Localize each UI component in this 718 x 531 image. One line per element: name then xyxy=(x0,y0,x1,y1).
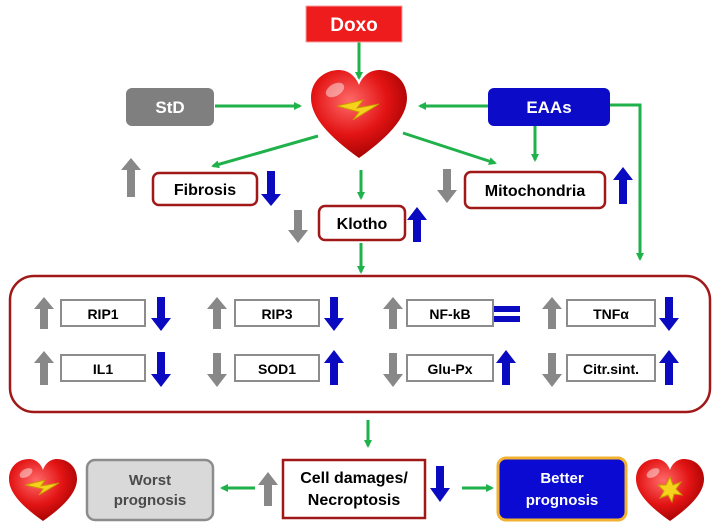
blue-down-arrow-icon xyxy=(430,466,450,502)
rip3-label: RIP3 xyxy=(261,306,292,322)
lightning-icon xyxy=(336,99,380,121)
worst-prognosis-line1: Worst xyxy=(129,472,171,489)
marker-rip1: RIP1 xyxy=(34,297,171,331)
gray-up-arrow-icon xyxy=(34,297,54,329)
marker-rip3: RIP3 xyxy=(207,297,344,331)
blue-down-arrow-icon xyxy=(261,171,281,206)
il1-label: IL1 xyxy=(93,361,113,377)
klotho-label: Klotho xyxy=(337,216,388,233)
blue-down-arrow-icon xyxy=(151,297,171,331)
lightning-icon xyxy=(24,479,60,496)
better-prognosis-line1: Better xyxy=(540,470,584,487)
blue-up-arrow-icon xyxy=(613,167,633,204)
eaas-node: EAAs xyxy=(488,88,610,126)
marker-il1: IL1 xyxy=(34,351,171,387)
better-prognosis-node: Better prognosis xyxy=(496,456,628,522)
gray-down-arrow-icon xyxy=(207,353,227,387)
blue-down-arrow-icon xyxy=(659,297,679,331)
sod1-label: SOD1 xyxy=(258,361,296,377)
rip1-label: RIP1 xyxy=(87,306,118,322)
marker-tnfa: TNFα xyxy=(542,297,679,331)
mitochondria-label: Mitochondria xyxy=(485,183,586,200)
blue-up-arrow-icon xyxy=(496,350,516,385)
flow-arrows xyxy=(211,42,644,492)
marker-sod1: SOD1 xyxy=(207,350,344,387)
cell-damage-node: Cell damages/ Necroptosis xyxy=(281,458,427,520)
better-prognosis-line2: prognosis xyxy=(526,492,599,509)
worst-prognosis-node: Worst prognosis xyxy=(85,458,215,522)
gray-up-arrow-icon xyxy=(34,351,54,385)
gray-up-arrow-icon xyxy=(258,472,278,506)
tnfa-label: TNFα xyxy=(593,306,629,322)
blue-up-arrow-icon xyxy=(324,350,344,385)
std-label: StD xyxy=(155,98,184,117)
worst-prognosis-line2: prognosis xyxy=(114,492,187,509)
klotho-node: Klotho xyxy=(288,204,427,243)
arrow-heart-fibrosis xyxy=(211,134,319,169)
marker-citrsint: Citr.sint. xyxy=(542,350,679,387)
marker-nfkb: NF-kB xyxy=(383,297,520,329)
arrow-eaas-outer xyxy=(610,103,644,261)
blue-down-arrow-icon xyxy=(324,297,344,331)
star-burst-icon xyxy=(656,475,684,504)
healthy-heart-icon xyxy=(636,459,704,521)
damaged-heart-icon xyxy=(9,459,77,521)
gray-up-arrow-icon xyxy=(121,158,141,197)
glupx-label: Glu-Px xyxy=(427,361,472,377)
eaas-label: EAAs xyxy=(526,98,571,117)
citrsint-label: Citr.sint. xyxy=(583,361,639,377)
fibrosis-label: Fibrosis xyxy=(174,182,236,199)
blue-up-arrow-icon xyxy=(659,350,679,385)
equal-icon xyxy=(494,306,520,322)
mitochondria-node: Mitochondria xyxy=(437,167,633,210)
std-node: StD xyxy=(126,88,214,126)
gray-down-arrow-icon xyxy=(288,210,308,243)
fibrosis-node: Fibrosis xyxy=(121,158,281,207)
blue-up-arrow-icon xyxy=(407,207,427,242)
gray-up-arrow-icon xyxy=(542,297,562,329)
nfkb-label: NF-kB xyxy=(429,306,470,322)
doxo-label: Doxo xyxy=(330,15,378,36)
gray-up-arrow-icon xyxy=(207,297,227,329)
gray-up-arrow-icon xyxy=(383,297,403,329)
gray-down-arrow-icon xyxy=(542,353,562,387)
doxo-node: Doxo xyxy=(305,5,403,43)
marker-glupx: Glu-Px xyxy=(383,350,516,387)
cell-damage-line1: Cell damages/ xyxy=(300,470,408,487)
cell-damage-line2: Necroptosis xyxy=(308,492,401,509)
gray-down-arrow-icon xyxy=(437,169,457,203)
marker-panel xyxy=(8,274,712,414)
heart-icon xyxy=(311,70,407,158)
arrow-heart-mito xyxy=(402,131,497,165)
blue-down-arrow-icon xyxy=(151,352,171,387)
gray-down-arrow-icon xyxy=(383,353,403,387)
